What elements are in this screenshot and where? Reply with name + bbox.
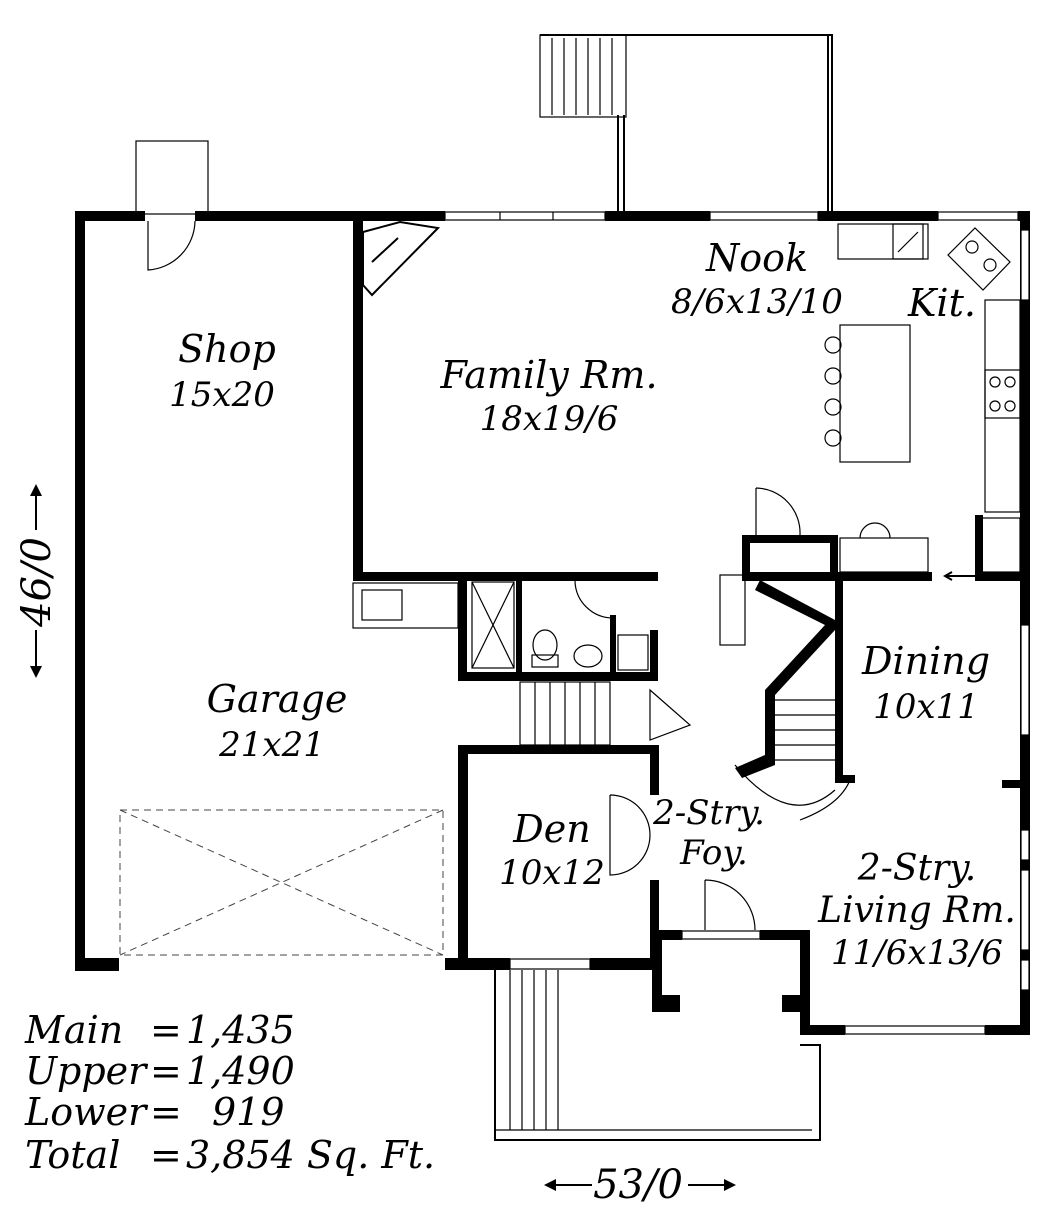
area-value-total: 3,854 Sq. Ft. (186, 1133, 435, 1177)
room-name-line1: 2-Stry. (857, 848, 976, 889)
dimension-depth: 46/0 (14, 484, 60, 678)
room-label-nook: Nook 8/6x13/10 (671, 236, 843, 322)
room-size: 15x20 (169, 375, 275, 415)
room-name-line1: 2-Stry. (652, 793, 765, 833)
room-label-den: Den 10x12 (499, 807, 605, 893)
room-name: Nook (705, 236, 808, 280)
area-label-main: Main (24, 1008, 123, 1052)
windows (444, 211, 1030, 1035)
room-label-foyer: 2-Stry. Foy. (652, 793, 765, 873)
svg-text:=: = (150, 1090, 182, 1134)
shop-stoop (135, 140, 209, 215)
area-value-lower: 919 (212, 1090, 285, 1134)
room-label-family: Family Rm. 18x19/6 (439, 353, 657, 439)
room-name: Kit. (907, 281, 976, 325)
room-label-living: 2-Stry. Living Rm. 11/6x13/6 (817, 848, 1016, 973)
room-name: Dining (861, 639, 990, 683)
dimension-width: 53/0 (544, 1162, 736, 1208)
area-summary: Main = 1,435 Upper = 1,490 Lower = 919 T… (24, 1008, 435, 1177)
room-size: 10x11 (873, 687, 979, 727)
svg-text:=: = (150, 1133, 182, 1177)
room-size: 8/6x13/10 (671, 282, 843, 322)
main-stair (719, 574, 851, 821)
rear-deck (539, 34, 833, 213)
room-name: Family Rm. (439, 353, 657, 397)
room-label-garage: Garage 21x21 (207, 677, 348, 765)
fireplace (362, 220, 441, 297)
room-size: 18x19/6 (480, 399, 619, 439)
room-size: 21x21 (218, 725, 325, 765)
area-label-total: Total (25, 1133, 120, 1177)
room-label-dining: Dining 10x11 (861, 639, 990, 727)
garage-steps (519, 681, 611, 746)
svg-text:=: = (150, 1008, 182, 1052)
room-name-line2: Living Rm. (817, 890, 1016, 931)
svg-text:=: = (150, 1049, 182, 1093)
width-label: 53/0 (593, 1162, 683, 1208)
room-size: 11/6x13/6 (831, 933, 1003, 973)
room-name: Den (512, 807, 590, 851)
bath-fixtures (471, 581, 649, 671)
room-name: Shop (178, 327, 276, 371)
area-label-upper: Upper (25, 1049, 149, 1093)
area-value-main: 1,435 (186, 1008, 295, 1052)
room-name: Garage (207, 677, 348, 721)
depth-label: 46/0 (14, 537, 60, 628)
area-label-lower: Lower (24, 1090, 149, 1134)
kitchen-fixtures (824, 223, 1021, 581)
area-value-upper: 1,490 (186, 1049, 295, 1093)
walls (75, 211, 1030, 1035)
room-label-shop: Shop 15x20 (169, 327, 276, 415)
garage-door (119, 809, 444, 956)
room-name-line2: Foy. (679, 833, 748, 873)
doors (147, 220, 801, 931)
room-size: 10x12 (499, 853, 605, 893)
utility-sink (352, 582, 459, 629)
front-stoop (494, 970, 821, 1141)
room-label-kitchen: Kit. (907, 281, 976, 325)
